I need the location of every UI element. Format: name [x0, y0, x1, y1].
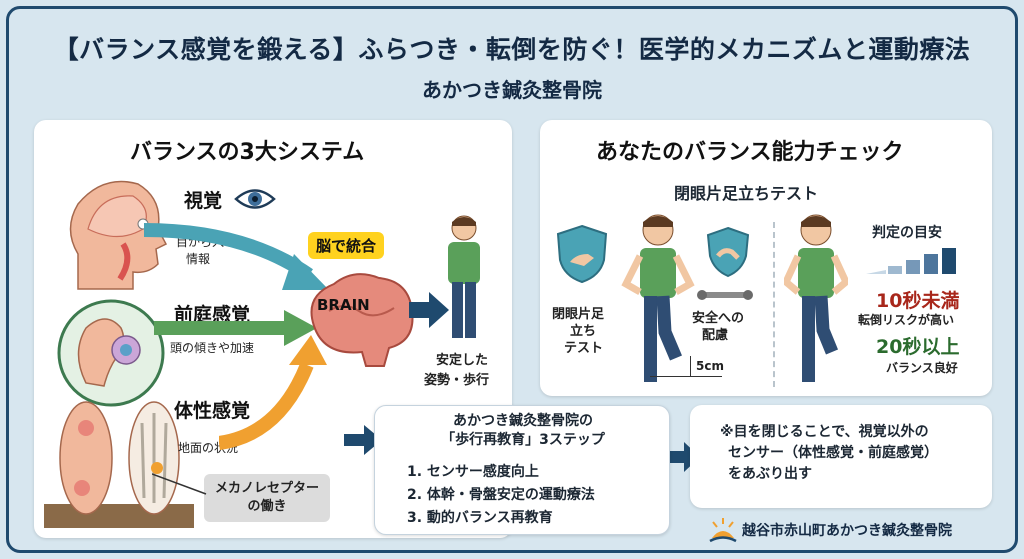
standing-person-illustration — [448, 215, 480, 338]
vestibular-desc: 頭の傾きや加速 — [170, 341, 255, 355]
check-title: あなたのバランス能力チェック — [596, 140, 904, 165]
height-marker — [690, 356, 691, 376]
vestibular-arrow — [154, 310, 317, 346]
arrow-to-steps — [344, 425, 382, 455]
safety-label-1: 安全への — [692, 311, 745, 326]
criteria-label: 判定の目安 — [872, 225, 942, 241]
pointer-line — [152, 473, 207, 495]
mechano-line-1: メカノレセプター — [214, 481, 319, 496]
test-name: 閉眼片足立ちテスト — [674, 184, 819, 203]
step-item: 1. センサー感度向上 — [407, 464, 539, 480]
eye-icon — [234, 189, 276, 209]
mechanoreceptor-box: メカノレセプター の働き — [204, 474, 330, 522]
test-label-3: テスト — [564, 341, 604, 356]
integrate-tag: 脳で統合 — [308, 232, 385, 259]
output-arrow — [409, 292, 449, 328]
head-anatomy-illustration — [69, 180, 168, 290]
result-line-1: 安定した — [436, 353, 489, 368]
standing-check-person-illustration — [784, 214, 848, 382]
handrail-icon — [697, 290, 753, 300]
note-line-1: ※目を閉じることで、視覚以外の — [720, 424, 929, 440]
inner-ear-illustration — [57, 299, 165, 407]
note-line-2: センサー（体性感覚・前庭感覚） — [728, 445, 938, 461]
under10-desc: 転倒リスクが高い — [858, 313, 955, 327]
systems-title: バランスの3大システム — [130, 140, 365, 165]
test-label-2: 立ち — [570, 324, 597, 339]
somatic-label: 体性感覚 — [174, 400, 251, 422]
note-line-3: をあぶり出す — [728, 466, 812, 482]
page-title: 【バランス感覚を鍛える】ふらつき・転倒を防ぐ！医学的メカニズムと運動療法 — [53, 35, 971, 64]
floor-line — [650, 376, 722, 377]
feet-illustration — [44, 401, 194, 528]
footer-brand: 越谷市赤山町あかつき鍼灸整骨院 — [742, 523, 952, 539]
steps-title-2: 「歩行再教育」3ステップ — [441, 432, 605, 448]
step-item: 2. 体幹・骨盤安定の運動療法 — [407, 487, 595, 503]
over20-desc: バランス良好 — [886, 361, 958, 375]
result-line-2: 姿勢・歩行 — [424, 373, 490, 388]
walking-steps-panel: あかつき鍼灸整骨院の 「歩行再教育」3ステップ 1. センサー感度向上 2. 体… — [374, 405, 670, 535]
check-divider — [773, 222, 775, 387]
vision-arrow — [143, 223, 329, 290]
clinic-subtitle: あかつき鍼灸整骨院 — [422, 78, 602, 102]
balance-check-panel: あなたのバランス能力チェック 閉眼片足立ちテスト 閉眼片足 立ち テスト 5cm… — [540, 120, 992, 396]
one-leg-person-illustration — [621, 214, 695, 382]
safety-label-2: 配慮 — [702, 328, 729, 343]
test-label-1: 閉眼片足 — [552, 307, 605, 322]
brain-label: BRAIN — [317, 296, 370, 314]
vestibular-label: 前庭感覚 — [174, 304, 251, 326]
height-label: 5cm — [696, 359, 724, 373]
mechano-line-2: の働き — [247, 499, 287, 514]
vision-label: 視覚 — [184, 190, 223, 212]
under10-value: 10秒未満 — [876, 290, 960, 312]
safety-shield-icon — [706, 226, 750, 278]
level-bars — [866, 248, 956, 274]
steps-title-1: あかつき鍼灸整骨院の — [453, 413, 593, 429]
step-item: 3. 動的バランス再教育 — [407, 510, 553, 526]
vision-desc-2: 情報 — [186, 252, 211, 266]
sunrise-logo-icon — [709, 518, 737, 543]
somatic-arrow — [219, 335, 327, 450]
shield-hand-icon — [556, 224, 608, 284]
outer-frame — [6, 6, 1018, 553]
brain-illustration — [310, 273, 414, 367]
note-panel: ※目を閉じることで、視覚以外の センサー（体性感覚・前庭感覚） をあぶり出す — [690, 405, 992, 508]
over20-value: 20秒以上 — [876, 336, 960, 358]
